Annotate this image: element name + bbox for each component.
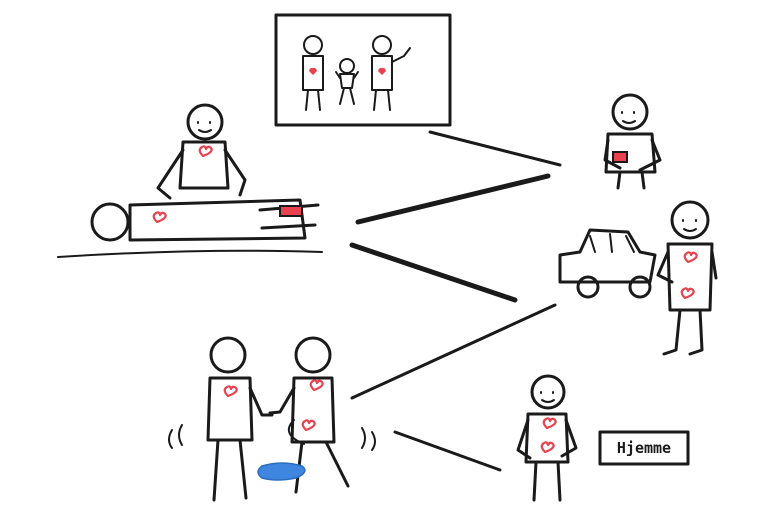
connector-lines [349, 130, 562, 472]
heart-icon [309, 379, 324, 392]
heart-icon [540, 441, 555, 454]
home-scene: Hjemme [516, 374, 690, 502]
heart-icon [152, 211, 167, 224]
aed-pad-icon [279, 205, 303, 217]
water-puddle-icon [257, 462, 306, 481]
heart-icon [683, 251, 698, 264]
heart-icon [198, 145, 213, 158]
car-scene [558, 200, 718, 356]
heart-icon [680, 287, 695, 300]
heart-icon [309, 67, 317, 76]
family-adult-left [302, 35, 324, 111]
person-left [206, 336, 274, 502]
family-child [335, 58, 359, 105]
heart-icon [542, 417, 557, 430]
rescuer-figure [156, 103, 247, 200]
heart-icon [301, 419, 316, 432]
heart-icon [223, 385, 238, 398]
home-label-box: Hjemme [598, 430, 690, 466]
cpr-scene [57, 103, 323, 258]
conversation-scene [168, 336, 376, 502]
driver-figure [656, 200, 718, 356]
home-label: Hjemme [617, 439, 671, 457]
car-icon [558, 228, 657, 299]
phone-caller-figure [603, 93, 662, 190]
family-adult-right [371, 35, 411, 111]
home-person-figure [516, 374, 578, 502]
family-picture-frame [274, 13, 452, 127]
phone-icon [612, 151, 628, 163]
heart-icon [378, 67, 386, 76]
